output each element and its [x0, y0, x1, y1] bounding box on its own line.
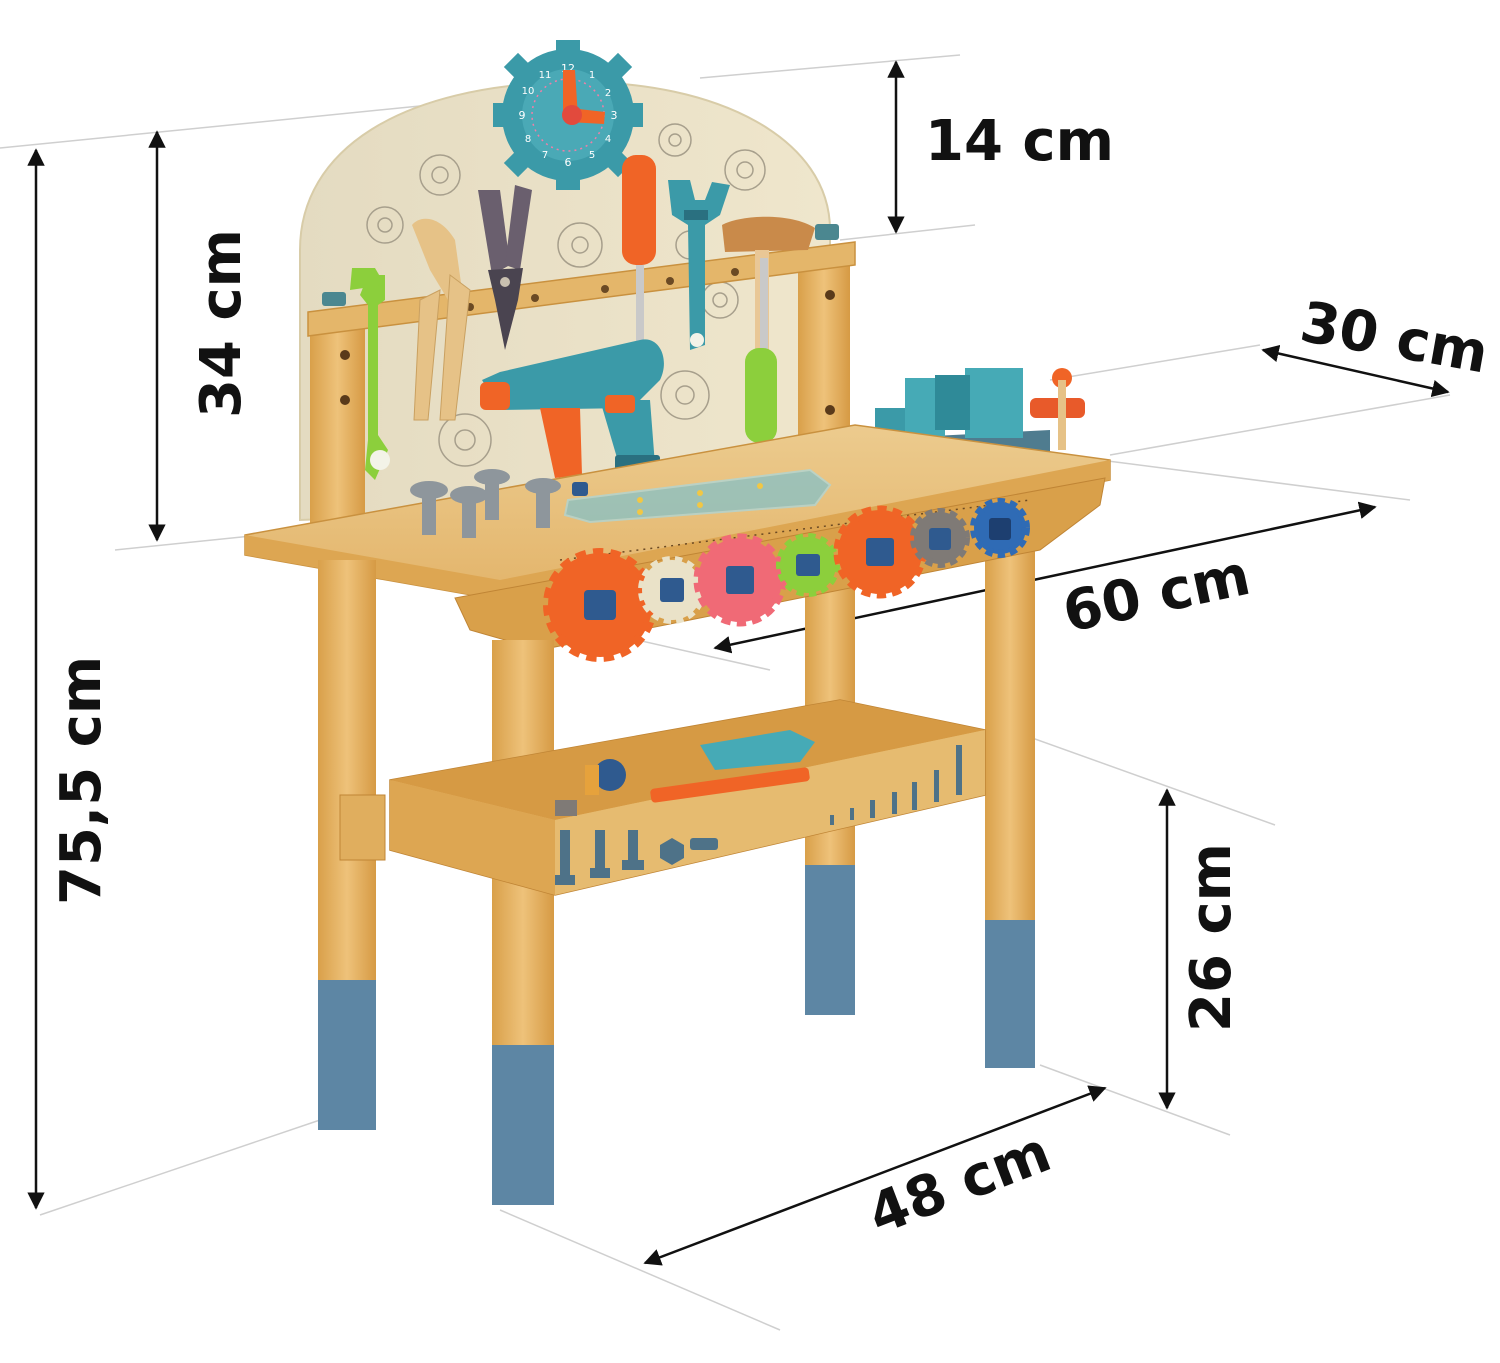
tool-rail: [307, 241, 856, 337]
wrench-icon: [350, 268, 390, 480]
depth-arrow: [1261, 344, 1450, 398]
post-right: [798, 262, 850, 457]
screw-icon: [555, 745, 962, 885]
clock-number: 7: [542, 150, 548, 161]
side-depth-label: 48 cm: [860, 1120, 1060, 1248]
drill-icon: [480, 339, 664, 478]
clock-number: 2: [605, 88, 611, 99]
width-label: 60 cm: [1057, 543, 1255, 646]
top-clearance-label: 14 cm: [925, 109, 1114, 174]
clock-number: 8: [525, 134, 531, 145]
side-depth-arrow: [643, 1085, 1107, 1266]
front-leg-left: [318, 560, 376, 980]
clock-number: 3: [611, 109, 618, 122]
workbench: 12 3 6 9 10 11 1 2 4 5 7 8: [244, 40, 1111, 1205]
bolt-icon: [410, 469, 561, 538]
clock-number: 4: [605, 134, 611, 145]
screwdriver-icon: [622, 155, 656, 350]
depth-label: 30 cm: [1296, 290, 1493, 387]
total-height-label: 75,5 cm: [49, 656, 114, 905]
gear-icon: [543, 498, 1030, 662]
shelf-tools: [555, 730, 815, 816]
shelf-height-label: 26 cm: [1179, 843, 1244, 1032]
wrench-icon: [668, 180, 730, 350]
post-left: [310, 320, 365, 535]
clock-number: 10: [522, 86, 535, 97]
pliers-icon: [478, 185, 532, 350]
pliers-icon: [412, 218, 471, 421]
nut-board: [563, 468, 832, 524]
board-height-label: 34 cm: [189, 229, 254, 418]
clock-gear: 12 3 6 9 10 11 1 2 4 5 7 8: [493, 40, 643, 190]
clock-number: 6: [565, 156, 572, 169]
screwdriver-icon: [745, 258, 777, 443]
clock-number: 11: [539, 70, 552, 81]
clock-number: 9: [519, 109, 526, 122]
clock-number: 1: [589, 70, 595, 81]
back-leg-right: [985, 535, 1035, 870]
clock-number: 5: [589, 150, 595, 161]
